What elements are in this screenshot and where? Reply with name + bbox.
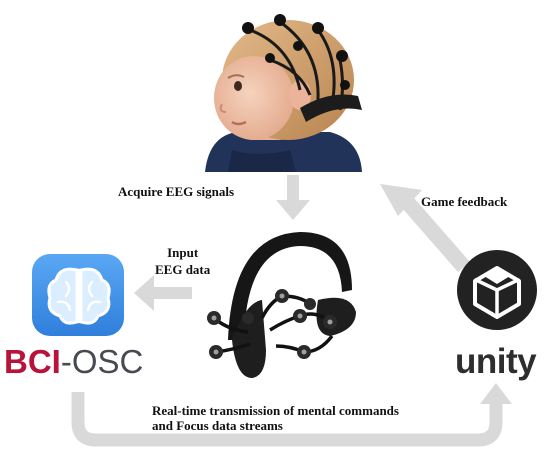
input-eeg-label-line1: Input — [167, 245, 199, 260]
unity-cube-logo[interactable] — [457, 250, 537, 330]
acquire-eeg-label: Acquire EEG signals — [118, 184, 235, 199]
game-feedback-label: Game feedback — [421, 194, 508, 209]
eeg-headset-device — [207, 232, 356, 378]
realtime-transmission-label: Real-time transmission of mental command… — [152, 403, 399, 433]
realtime-label-line1: Real-time transmission of mental command… — [152, 403, 399, 418]
bci-wordmark-osc: OSC — [71, 343, 144, 380]
arrow-game-feedback — [380, 184, 470, 272]
arrow-input-eeg — [134, 275, 192, 311]
child-wearing-eeg-headset-photo — [205, 14, 362, 172]
realtime-label-line2: and Focus data streams — [152, 418, 283, 433]
bci-osc-wordmark: BCI-OSC — [4, 342, 143, 382]
bci-wordmark-separator: - — [60, 343, 72, 380]
bci-wordmark-gray: -OSC — [61, 343, 144, 380]
bci-wordmark-red: BCI — [4, 343, 61, 380]
brain-app-icon[interactable] — [32, 254, 124, 336]
input-eeg-label: Input EEG data — [155, 244, 210, 278]
unity-wordmark: unity — [455, 342, 537, 381]
input-eeg-label-line2: EEG data — [155, 262, 211, 277]
arrow-down-acquire — [276, 175, 310, 220]
arrow-realtime-loop — [71, 383, 512, 447]
